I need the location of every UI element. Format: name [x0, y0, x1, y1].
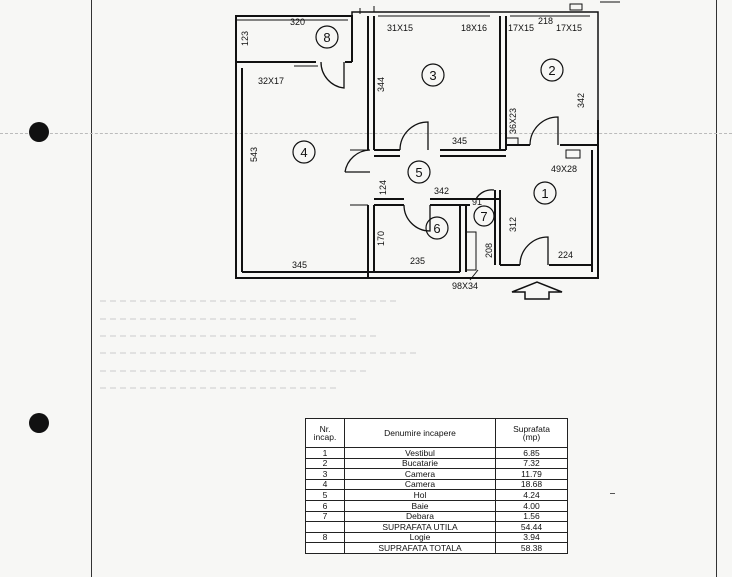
- header-nr: Nr. incap.: [305, 418, 345, 448]
- header-area: Suprafata (mp): [495, 418, 568, 448]
- dim-label: 320: [290, 17, 305, 27]
- row-area: 58.38: [495, 542, 568, 554]
- row-area: 4.24: [495, 489, 568, 501]
- right-border-line: [716, 0, 717, 577]
- row-area: 54.44: [495, 521, 568, 533]
- dim-label: 543: [249, 147, 259, 162]
- punch-hole-bottom: [29, 413, 49, 433]
- dim-label: 49X28: [551, 164, 577, 174]
- row-nr: 6: [305, 499, 345, 512]
- faded-text-line: [100, 300, 400, 302]
- left-border-line: [91, 0, 92, 577]
- dim-label: 342: [434, 186, 449, 196]
- row-nr: 5: [305, 489, 345, 501]
- dim-label: 17X15: [556, 23, 582, 33]
- dim-label: 218: [538, 16, 553, 26]
- faded-text-line: [100, 387, 340, 389]
- row-area: 3.94: [495, 531, 568, 544]
- row-area: 7.32: [495, 457, 568, 470]
- dim-label: 344: [376, 77, 386, 92]
- row-name: Logie: [344, 531, 496, 544]
- row-area: 4.00: [495, 499, 568, 512]
- row-area: 18.68: [495, 478, 568, 491]
- room-number-5: 5: [415, 165, 422, 180]
- row-nr: 2: [305, 457, 345, 470]
- row-name: Bucatarie: [344, 457, 496, 470]
- dim-label: 224: [558, 250, 573, 260]
- row-nr: 4: [305, 478, 345, 491]
- row-area: 11.79: [495, 468, 568, 480]
- room-number-3: 3: [429, 68, 436, 83]
- dim-label: 31X15: [387, 23, 413, 33]
- dim-label: 17X15: [508, 23, 534, 33]
- row-nr: 3: [305, 468, 345, 480]
- room-number-6: 6: [433, 221, 440, 236]
- header-name: Denumire incapere: [344, 418, 496, 448]
- dim-label: 36X23: [508, 108, 518, 134]
- room-number-8: 8: [323, 30, 330, 45]
- dim-label: 18X16: [461, 23, 487, 33]
- dim-label: 312: [508, 217, 518, 232]
- row-name: SUPRAFATA UTILA: [344, 521, 496, 533]
- dim-label: 208: [484, 243, 494, 258]
- dim-label: 32X17: [258, 76, 284, 86]
- row-name: SUPRAFATA TOTALA: [344, 542, 496, 554]
- faded-text-line: [100, 370, 370, 372]
- room-number-2: 2: [548, 63, 555, 78]
- row-name: Camera: [344, 478, 496, 491]
- dim-label: 98X34: [452, 281, 478, 291]
- stray-mark: [610, 493, 615, 494]
- row-area: 1.56: [495, 510, 568, 523]
- row-nr: 1: [305, 447, 345, 459]
- row-nr: [305, 542, 345, 554]
- row-nr: 8: [305, 531, 345, 544]
- faded-text-line: [100, 352, 420, 354]
- row-name: Baie: [344, 499, 496, 512]
- dim-label: 124: [378, 180, 388, 195]
- row-name: Debara: [344, 510, 496, 523]
- row-name: Hol: [344, 489, 496, 501]
- dim-label: 345: [452, 136, 467, 146]
- area-table: Nr. incap. Denumire incapere Suprafata (…: [305, 418, 568, 554]
- dim-label: 345: [292, 260, 307, 270]
- table-header-row: Nr. incap. Denumire incapere Suprafata (…: [305, 418, 568, 448]
- dim-label: 91: [472, 197, 482, 207]
- faded-text-line: [100, 335, 380, 337]
- row-nr: [305, 521, 345, 533]
- dim-label: 123: [240, 31, 250, 46]
- entrance-arrow: [511, 281, 563, 300]
- dim-label: 342: [576, 93, 586, 108]
- fold-line: [0, 133, 732, 135]
- row-name: Camera: [344, 468, 496, 480]
- dim-label: 235: [410, 256, 425, 266]
- room-number-7: 7: [480, 209, 487, 224]
- room-number-4: 4: [300, 145, 307, 160]
- punch-hole-top: [29, 122, 49, 142]
- row-nr: 7: [305, 510, 345, 523]
- row-name: Vestibul: [344, 447, 496, 459]
- row-area: 6.85: [495, 447, 568, 459]
- dim-label: 170: [376, 231, 386, 246]
- room-number-1: 1: [541, 186, 548, 201]
- faded-text-line: [100, 318, 360, 320]
